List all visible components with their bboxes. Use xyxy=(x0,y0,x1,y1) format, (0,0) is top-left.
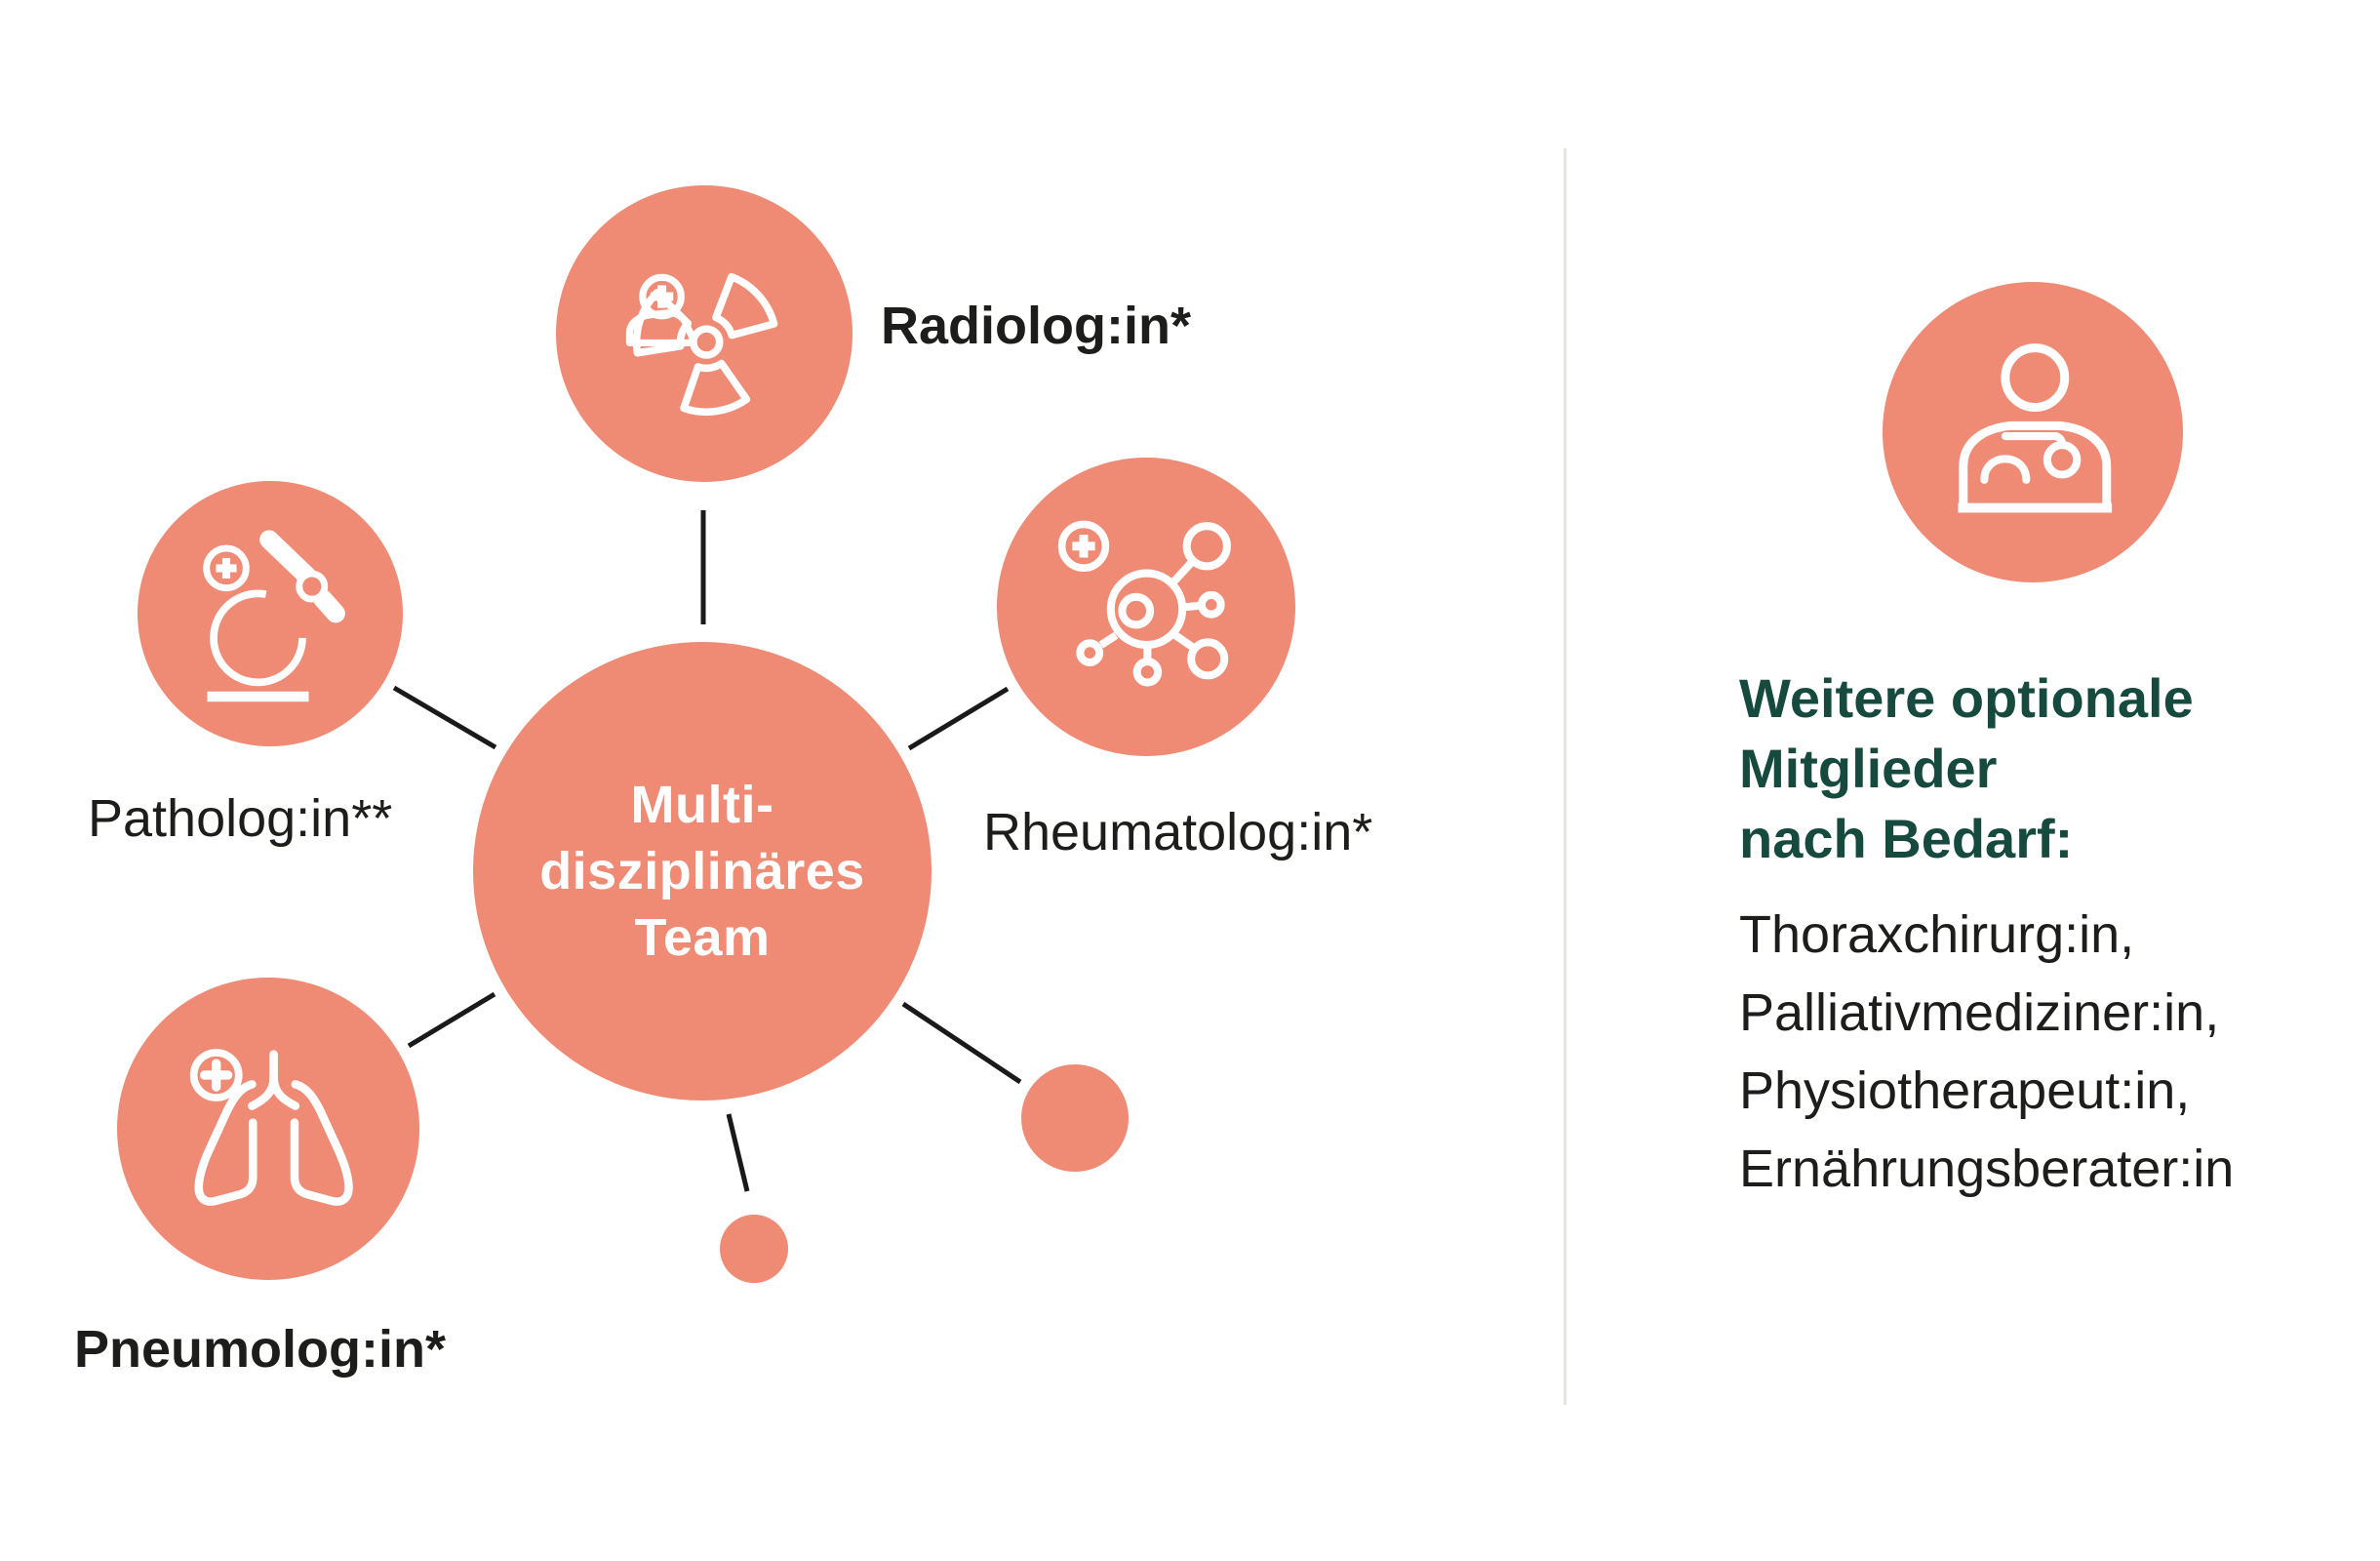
list-item: Palliativmediziner:in, xyxy=(1739,983,2220,1042)
dot-small xyxy=(720,1215,788,1283)
dot-medium xyxy=(1021,1064,1129,1172)
sidebar-circle xyxy=(1883,282,2183,582)
lungs-icon xyxy=(189,1048,353,1206)
list-item: Thoraxchirurg:in, xyxy=(1739,905,2135,964)
medical-cross-icon xyxy=(189,1048,243,1101)
node-pneumology xyxy=(117,978,419,1280)
heading-line: Weitere optionale xyxy=(1739,667,2194,729)
radiology-label: Radiolog:in* xyxy=(881,297,1191,355)
connector-rheumatology xyxy=(907,686,1010,751)
center-label: Multi- disziplinäres Team xyxy=(539,772,865,971)
connector-pathology xyxy=(392,685,497,750)
node-pathology xyxy=(138,481,403,746)
microscope-icon xyxy=(202,529,345,701)
medical-cross-icon xyxy=(202,544,250,591)
center-label-line: Team xyxy=(634,908,771,967)
sidebar-list: Thoraxchirurg:in, Palliativmediziner:in,… xyxy=(1739,896,2234,1208)
pneumology-label: Pneumolog:in* xyxy=(74,1320,446,1379)
list-item: Physiotherapeut:in, xyxy=(1739,1061,2191,1120)
doctor-icon xyxy=(1957,342,2112,512)
radiation-icon xyxy=(625,272,777,416)
rheumatology-label: Rheumatolog:in* xyxy=(983,803,1373,861)
node-center: Multi- disziplinäres Team xyxy=(473,642,932,1101)
connector-dot-small xyxy=(726,1113,750,1192)
sidebar-heading: Weitere optionale Mitglieder nach Bedarf… xyxy=(1739,663,2194,874)
divider xyxy=(1564,148,1567,1405)
center-label-line: Multi- xyxy=(630,776,774,834)
pathology-label: Patholog:in** xyxy=(88,789,393,848)
medical-cross-icon xyxy=(1057,520,1109,572)
heading-line: nach Bedarf: xyxy=(1739,808,2074,869)
list-item: Ernährungsberater:in xyxy=(1739,1140,2235,1198)
connector-dot-medium xyxy=(901,1001,1022,1085)
node-radiology xyxy=(556,185,853,482)
node-rheumatology xyxy=(997,458,1295,756)
heading-line: Mitglieder xyxy=(1739,738,1998,799)
center-label-line: disziplinäres xyxy=(539,842,865,901)
cell-icon xyxy=(1057,520,1231,687)
connector-pneumology xyxy=(407,991,496,1049)
